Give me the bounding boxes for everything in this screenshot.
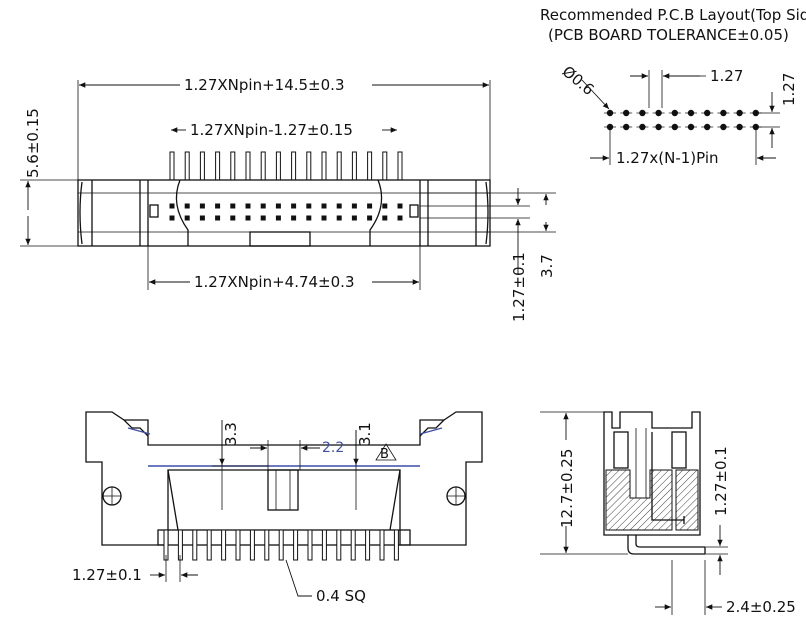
top-pin bbox=[215, 151, 221, 181]
top-pin bbox=[382, 151, 388, 181]
pin-size-label: 0.4 SQ bbox=[316, 587, 366, 605]
top-view: 1.27XNpin+14.5±0.3 1.27XNpin-1.27±0.15 1… bbox=[20, 76, 556, 322]
top-pin bbox=[199, 151, 205, 181]
side-view: 12.7±0.25 1.27±0.1 2.4±0.25 bbox=[540, 411, 796, 616]
top-pin-row bbox=[169, 151, 403, 181]
top-pin-dot bbox=[275, 215, 281, 221]
row-pitch-label: 1.27±0.1 bbox=[510, 252, 528, 322]
front-pin bbox=[221, 529, 227, 561]
front-pin bbox=[293, 529, 299, 561]
pcb-hole-label: Ø0.6 bbox=[559, 62, 598, 99]
top-pin-dot bbox=[260, 215, 266, 221]
front-pin bbox=[321, 529, 327, 561]
top-pin bbox=[351, 151, 357, 181]
top-pin-dot bbox=[351, 215, 357, 221]
top-pin-dot bbox=[245, 203, 251, 209]
top-pin-dots bbox=[169, 203, 403, 221]
overall-length-label: 1.27XNpin+14.5±0.3 bbox=[184, 76, 344, 94]
side-height-label: 12.7±0.25 bbox=[558, 449, 576, 528]
top-pin-dot bbox=[199, 215, 205, 221]
top-pin-dot bbox=[306, 215, 312, 221]
top-pin-dot bbox=[321, 215, 327, 221]
top-pin bbox=[397, 151, 403, 181]
top-pin-dot bbox=[351, 203, 357, 209]
front-pin bbox=[307, 529, 313, 561]
front-pin bbox=[235, 529, 241, 561]
front-pin bbox=[264, 529, 270, 561]
side-pitch-label: 1.27±0.1 bbox=[712, 446, 730, 516]
top-pin bbox=[291, 151, 297, 181]
pcb-pitch-vertical-label: 1.27 bbox=[780, 73, 798, 106]
front-pin bbox=[379, 529, 385, 561]
front-pin bbox=[278, 529, 284, 561]
top-pin-dot bbox=[306, 203, 312, 209]
front-pin bbox=[350, 529, 356, 561]
top-pin-dot bbox=[260, 203, 266, 209]
pin-span-label: 1.27XNpin-1.27±0.15 bbox=[190, 121, 353, 139]
top-pin-dot bbox=[184, 203, 190, 209]
side-length-label: 2.4±0.25 bbox=[726, 598, 796, 616]
top-pin-dot bbox=[215, 203, 221, 209]
front-pin bbox=[393, 529, 399, 561]
pcb-layout: Ø0.6 1.27 1.27 1.27x(N-1)Pin bbox=[559, 62, 798, 167]
top-pin-dot bbox=[336, 203, 342, 209]
pcb-span-label: 1.27x(N-1)Pin bbox=[616, 149, 719, 167]
height-label: 5.6±0.15 bbox=[24, 108, 42, 178]
top-pin-dot bbox=[275, 203, 281, 209]
top-pin-dot bbox=[215, 215, 221, 221]
top-pin-dot bbox=[397, 203, 403, 209]
top-pin bbox=[260, 151, 266, 181]
top-pin-dot bbox=[291, 203, 297, 209]
header-line2: (PCB BOARD TOLERANCE±0.05) bbox=[548, 26, 789, 44]
top-pin-dot bbox=[336, 215, 342, 221]
pin-pitch-label: 1.27±0.1 bbox=[72, 566, 142, 584]
top-pin bbox=[336, 151, 342, 181]
dim-a-label: 3.3 bbox=[222, 422, 240, 446]
top-pin bbox=[245, 151, 251, 181]
front-pin bbox=[206, 529, 212, 561]
top-pin bbox=[367, 151, 373, 181]
top-pin-dot bbox=[291, 215, 297, 221]
front-pin bbox=[249, 529, 255, 561]
top-pin-dot bbox=[184, 215, 190, 221]
top-pin-dot bbox=[382, 215, 388, 221]
top-pin-dot bbox=[169, 215, 175, 221]
top-pin-dot bbox=[245, 215, 251, 221]
inner-length-label: 1.27XNpin+4.74±0.3 bbox=[194, 273, 354, 291]
top-pin bbox=[275, 151, 281, 181]
pcb-hole-grid bbox=[604, 109, 762, 131]
front-pin bbox=[336, 529, 342, 561]
header-line1: Recommended P.C.B Layout(Top Side) bbox=[540, 6, 806, 24]
top-pin bbox=[321, 151, 327, 181]
top-pin bbox=[184, 151, 190, 181]
datum-label: B bbox=[380, 447, 389, 462]
row-height-label: 3.7 bbox=[538, 254, 556, 278]
top-pin-dot bbox=[321, 203, 327, 209]
front-pin bbox=[192, 529, 198, 561]
top-pin bbox=[169, 151, 175, 181]
front-pin bbox=[365, 529, 371, 561]
front-pin-row bbox=[163, 529, 399, 561]
top-pin-dot bbox=[230, 215, 236, 221]
pcb-pitch-label: 1.27 bbox=[710, 67, 743, 85]
top-pin-dot bbox=[367, 203, 373, 209]
top-pin-dot bbox=[169, 203, 175, 209]
front-view: 3.3 2.2 3.1 B 1.27±0.1 0.4 SQ bbox=[72, 411, 483, 605]
top-pin bbox=[230, 151, 236, 181]
top-pin-dot bbox=[382, 203, 388, 209]
top-pin-dot bbox=[397, 215, 403, 221]
top-pin bbox=[306, 151, 312, 181]
top-pin-dot bbox=[199, 203, 205, 209]
dim-b-label: 2.2 bbox=[322, 440, 344, 456]
top-pin-dot bbox=[230, 203, 236, 209]
top-pin-dot bbox=[367, 215, 373, 221]
dim-c-label: 3.1 bbox=[356, 422, 374, 446]
